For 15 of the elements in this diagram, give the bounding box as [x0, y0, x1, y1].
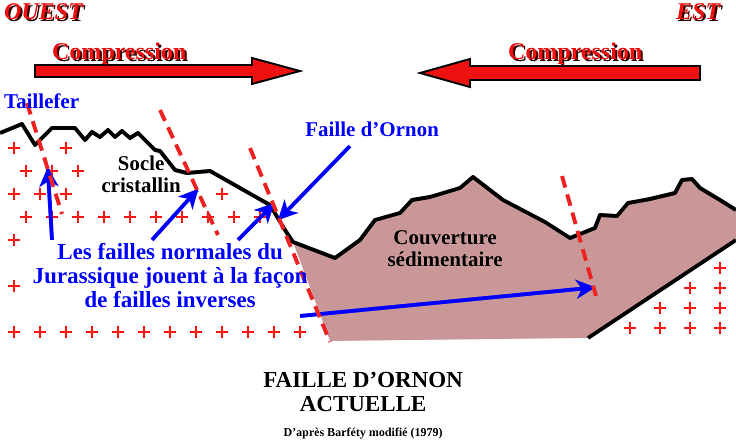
caption: D’après Barféty modifié (1979) — [282, 426, 444, 439]
title: FAILLE D’ORNON ACTUELLE — [262, 368, 464, 416]
force-label: Compression — [508, 40, 644, 66]
force-label: Compression — [52, 40, 188, 66]
direction-label: EST — [676, 0, 722, 26]
leader-arrow — [38, 167, 59, 240]
rock-label: Socle cristallin — [100, 152, 182, 196]
fault-label: Faille d’Ornon — [304, 118, 440, 140]
leader-arrow — [278, 144, 352, 220]
place-label: Taillefer — [4, 90, 80, 112]
leader-arrow — [150, 188, 199, 242]
leader-arrow — [300, 279, 596, 318]
direction-label: OUEST — [4, 0, 84, 26]
leader-arrow — [236, 202, 275, 242]
rock-label: Couverture sédimentaire — [386, 226, 504, 270]
